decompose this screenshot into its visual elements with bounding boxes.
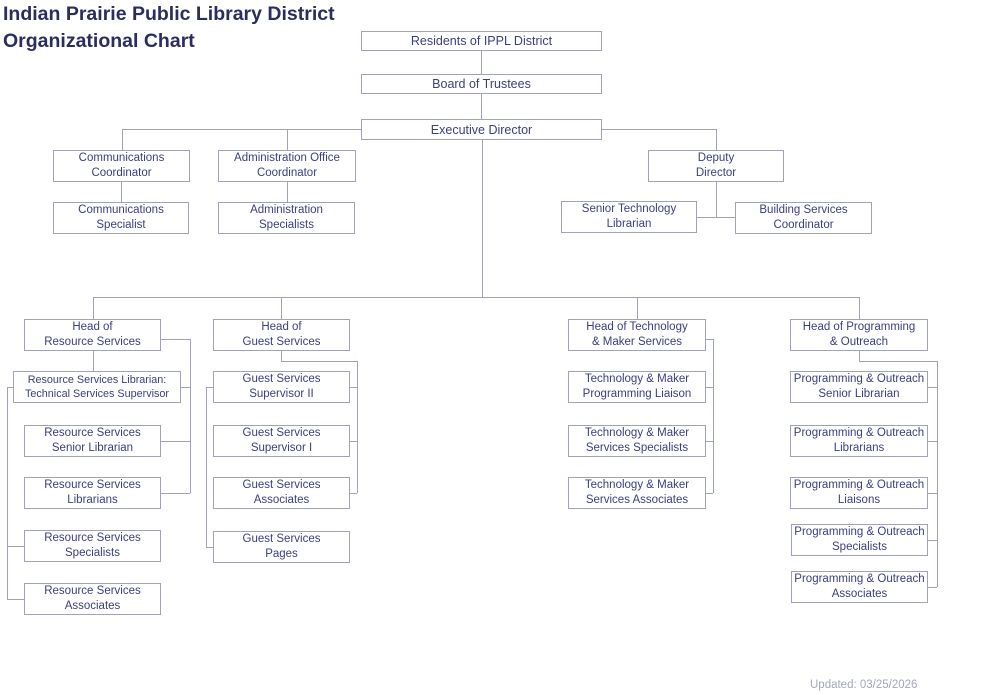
connector-line: [287, 129, 288, 150]
updated-date: Updated: 03/25/2026: [810, 679, 918, 691]
connector-line: [716, 182, 717, 217]
connector-line: [928, 387, 937, 388]
org-node-executive-director: Executive Director: [361, 119, 602, 140]
connector-line: [481, 94, 482, 119]
org-node-guest-services-associates: Guest Services Associates: [213, 477, 350, 509]
connector-line: [206, 387, 213, 388]
org-node-programming-outreach-librarians: Programming & Outreach Librarians: [790, 425, 928, 457]
page-title-line2: Organizational Chart: [3, 30, 195, 52]
org-node-guest-services-pages: Guest Services Pages: [213, 531, 350, 563]
org-node-tech-maker-services-associates: Technology & Maker Services Associates: [568, 477, 706, 509]
connector-line: [928, 493, 937, 494]
org-node-resource-services-librarians: Resource Services Librarians: [24, 477, 161, 509]
org-node-head-programming-outreach: Head of Programming & Outreach: [790, 319, 928, 351]
connector-line: [7, 546, 24, 547]
org-node-tech-maker-programming-liaison: Technology & Maker Programming Liaison: [568, 371, 706, 403]
connector-line: [281, 297, 282, 319]
org-node-communications-coordinator: Communications Coordinator: [53, 150, 190, 182]
connector-line: [706, 493, 713, 494]
connector-line: [637, 297, 638, 319]
connector-line: [697, 217, 735, 218]
org-node-residents: Residents of IPPL District: [361, 31, 602, 51]
org-node-guest-services-supervisor-1: Guest Services Supervisor I: [213, 425, 350, 457]
connector-line: [121, 182, 122, 202]
org-node-administration-specialists: Administration Specialists: [218, 202, 355, 234]
connector-line: [161, 339, 190, 340]
connector-line: [350, 493, 357, 494]
connector-line: [928, 441, 937, 442]
connector-line: [206, 547, 213, 548]
connector-line: [706, 339, 713, 340]
connector-line: [350, 387, 357, 388]
org-node-head-technology-maker-services: Head of Technology & Maker Services: [568, 319, 706, 351]
connector-line: [181, 387, 190, 388]
org-node-administration-office-coordinator: Administration Office Coordinator: [218, 150, 356, 182]
connector-line: [859, 351, 860, 361]
connector-line: [928, 540, 937, 541]
connector-line: [281, 351, 282, 361]
page-title-line1: Indian Prairie Public Library District: [3, 3, 335, 25]
connector-line: [7, 387, 13, 388]
org-node-head-resource-services: Head of Resource Services: [24, 319, 161, 351]
connector-line: [93, 297, 94, 319]
org-node-communications-specialist: Communications Specialist: [53, 202, 189, 234]
org-node-building-services-coordinator: Building Services Coordinator: [735, 202, 872, 234]
connector-line: [602, 129, 716, 130]
connector-line: [7, 387, 8, 599]
org-node-programming-outreach-liaisons: Programming & Outreach Liaisons: [790, 477, 928, 509]
connector-line: [122, 129, 123, 150]
connector-line: [482, 140, 483, 297]
org-node-tech-maker-services-specialists: Technology & Maker Services Specialists: [568, 425, 706, 457]
org-node-head-guest-services: Head of Guest Services: [213, 319, 350, 351]
org-node-resource-services-specialists: Resource Services Specialists: [24, 530, 161, 562]
org-node-deputy-director: Deputy Director: [648, 150, 784, 182]
connector-line: [287, 182, 288, 202]
connector-line: [928, 587, 937, 588]
org-node-guest-services-supervisor-2: Guest Services Supervisor II: [213, 371, 350, 403]
connector-line: [190, 339, 191, 493]
connector-line: [713, 339, 714, 493]
connector-line: [122, 129, 362, 130]
org-node-programming-outreach-senior-librarian: Programming & Outreach Senior Librarian: [790, 371, 928, 403]
connector-line: [281, 361, 357, 362]
org-node-programming-outreach-specialists: Programming & Outreach Specialists: [791, 524, 928, 556]
connector-line: [937, 361, 938, 587]
connector-line: [350, 441, 357, 442]
connector-line: [716, 129, 717, 150]
org-node-resource-services-associates: Resource Services Associates: [24, 583, 161, 615]
org-node-trustees: Board of Trustees: [361, 74, 602, 94]
org-node-senior-technology-librarian: Senior Technology Librarian: [561, 201, 697, 233]
org-node-programming-outreach-associates: Programming & Outreach Associates: [791, 571, 928, 603]
connector-line: [93, 351, 94, 371]
connector-line: [161, 441, 190, 442]
connector-line: [706, 441, 713, 442]
connector-line: [161, 493, 190, 494]
connector-line: [206, 387, 207, 547]
connector-line: [481, 51, 482, 74]
connector-line: [859, 297, 860, 319]
org-node-resource-services-librarian-tss: Resource Services Librarian: Technical S…: [13, 371, 181, 403]
connector-line: [93, 297, 859, 298]
connector-line: [357, 361, 358, 493]
page-title: Indian Prairie Public Library District O…: [3, 1, 335, 55]
connector-line: [706, 387, 713, 388]
connector-line: [859, 361, 937, 362]
connector-line: [7, 599, 24, 600]
org-node-resource-services-senior-librarian: Resource Services Senior Librarian: [24, 425, 161, 457]
